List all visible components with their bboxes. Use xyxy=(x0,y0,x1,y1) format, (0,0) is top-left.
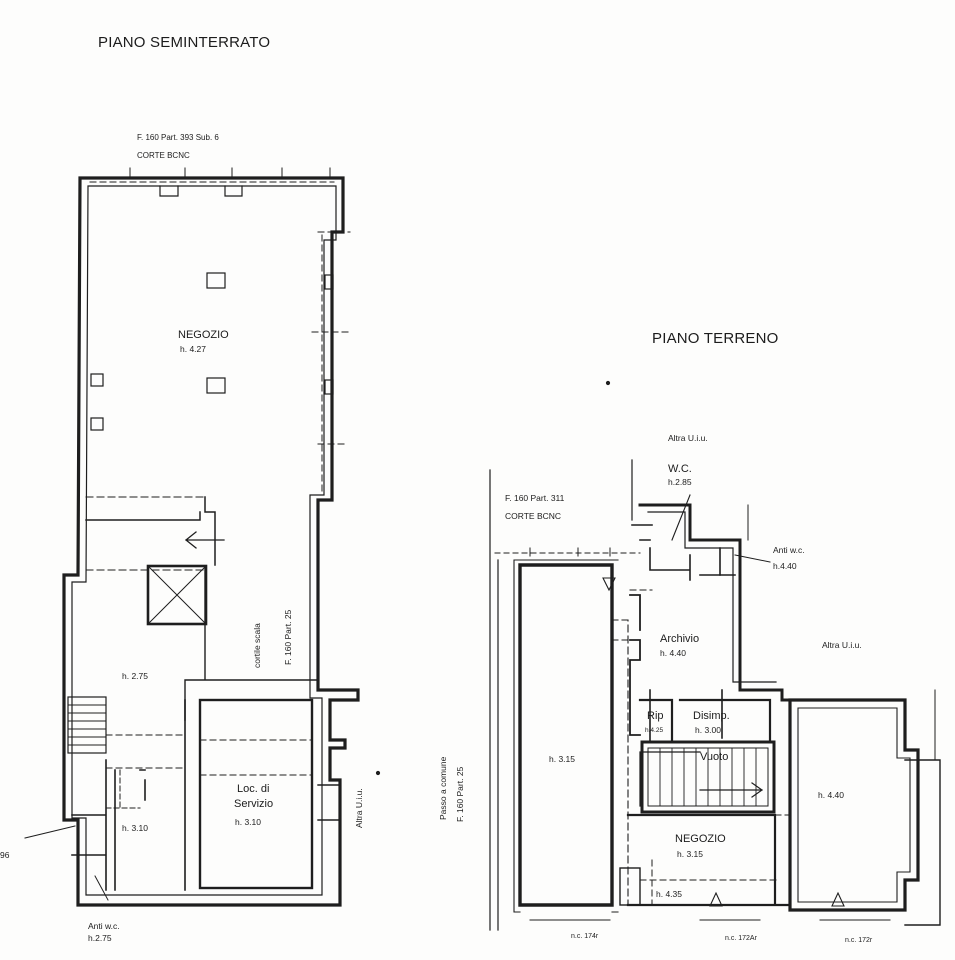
ground-negozio-height: h. 3.15 xyxy=(677,849,703,859)
ground-h440-label: h. 4.40 xyxy=(818,790,844,800)
basement-loc-servizio-height: h. 3.10 xyxy=(235,817,261,827)
ground-disimp-height: h. 3.00 xyxy=(695,725,721,735)
ground-right-room-wall xyxy=(788,698,920,912)
ground-h315-label: h. 3.15 xyxy=(549,754,575,764)
ground-rip-label: Rip xyxy=(647,710,664,722)
ground-civic-172a: n.c. 172Ar xyxy=(725,935,757,942)
ground-wc-height: h.2.85 xyxy=(668,477,692,487)
ground-anti-wc-label: Anti w.c. xyxy=(773,545,805,555)
ground-rip-height: h.4.25 xyxy=(645,727,664,734)
ground-anti-wc-height: h.4.40 xyxy=(773,561,797,571)
basement-anti-wc-label: Anti w.c. xyxy=(88,921,120,931)
ground-disimp-label: Disimp. xyxy=(693,710,730,722)
basement-anti-wc-height: h.2.75 xyxy=(88,933,112,943)
ground-civic-174: n.c. 174r xyxy=(571,933,599,940)
basement-negozio-label: NEGOZIO xyxy=(178,329,229,341)
basement-court-label: CORTE BCNC xyxy=(137,151,190,160)
basement-altra-uiu-label: Altra U.i.u. xyxy=(354,788,364,828)
basement-parcel-25-label: F. 160 Part. 25 xyxy=(283,609,293,665)
ground-left-room-wall xyxy=(518,563,614,907)
ground-title: PIANO TERRENO xyxy=(652,330,779,347)
ground-parcel-ref: F. 160 Part. 311 xyxy=(505,493,565,503)
ground-altra-uiu-right: Altra U.i.u. xyxy=(822,640,862,650)
ground-vuoto-label: Vuoto xyxy=(700,751,729,763)
ground-civic-172: n.c. 172r xyxy=(845,937,873,944)
ground-archivio-height: h. 4.40 xyxy=(660,648,686,658)
basement-h275-label: h. 2.75 xyxy=(122,671,148,681)
basement-loc-servizio-line2: Servizio xyxy=(234,798,274,810)
basement-cortile-scala-label: cortile scala xyxy=(252,623,262,668)
ground-archivio-label: Archivio xyxy=(660,633,700,645)
ground-h435-label: h. 4.35 xyxy=(656,889,682,899)
basement-edge-number: 96 xyxy=(0,850,10,860)
ground-passo-comune-line2: F. 160 Part. 25 xyxy=(455,766,465,822)
basement-outer-wall xyxy=(62,176,360,907)
basement-negozio-height: h. 4.27 xyxy=(180,344,206,354)
basement-h310-label: h. 3.10 xyxy=(122,823,148,833)
basement-inner-wall xyxy=(71,185,337,896)
ground-negozio-label: NEGOZIO xyxy=(675,833,726,845)
basement-parcel-ref: F. 160 Part. 393 Sub. 6 xyxy=(137,133,219,142)
ground-wc-label: W.C. xyxy=(668,463,692,475)
ground-court-label: CORTE BCNC xyxy=(505,511,562,521)
ground-floor-plan xyxy=(375,380,941,931)
ground-altra-uiu-top: Altra U.i.u. xyxy=(668,433,708,443)
basement-loc-servizio-line1: Loc. di xyxy=(237,783,270,795)
basement-title: PIANO SEMINTERRATO xyxy=(98,34,271,51)
ground-passo-comune-line1: Passo a comune xyxy=(438,756,448,820)
basement-plan xyxy=(24,167,360,907)
